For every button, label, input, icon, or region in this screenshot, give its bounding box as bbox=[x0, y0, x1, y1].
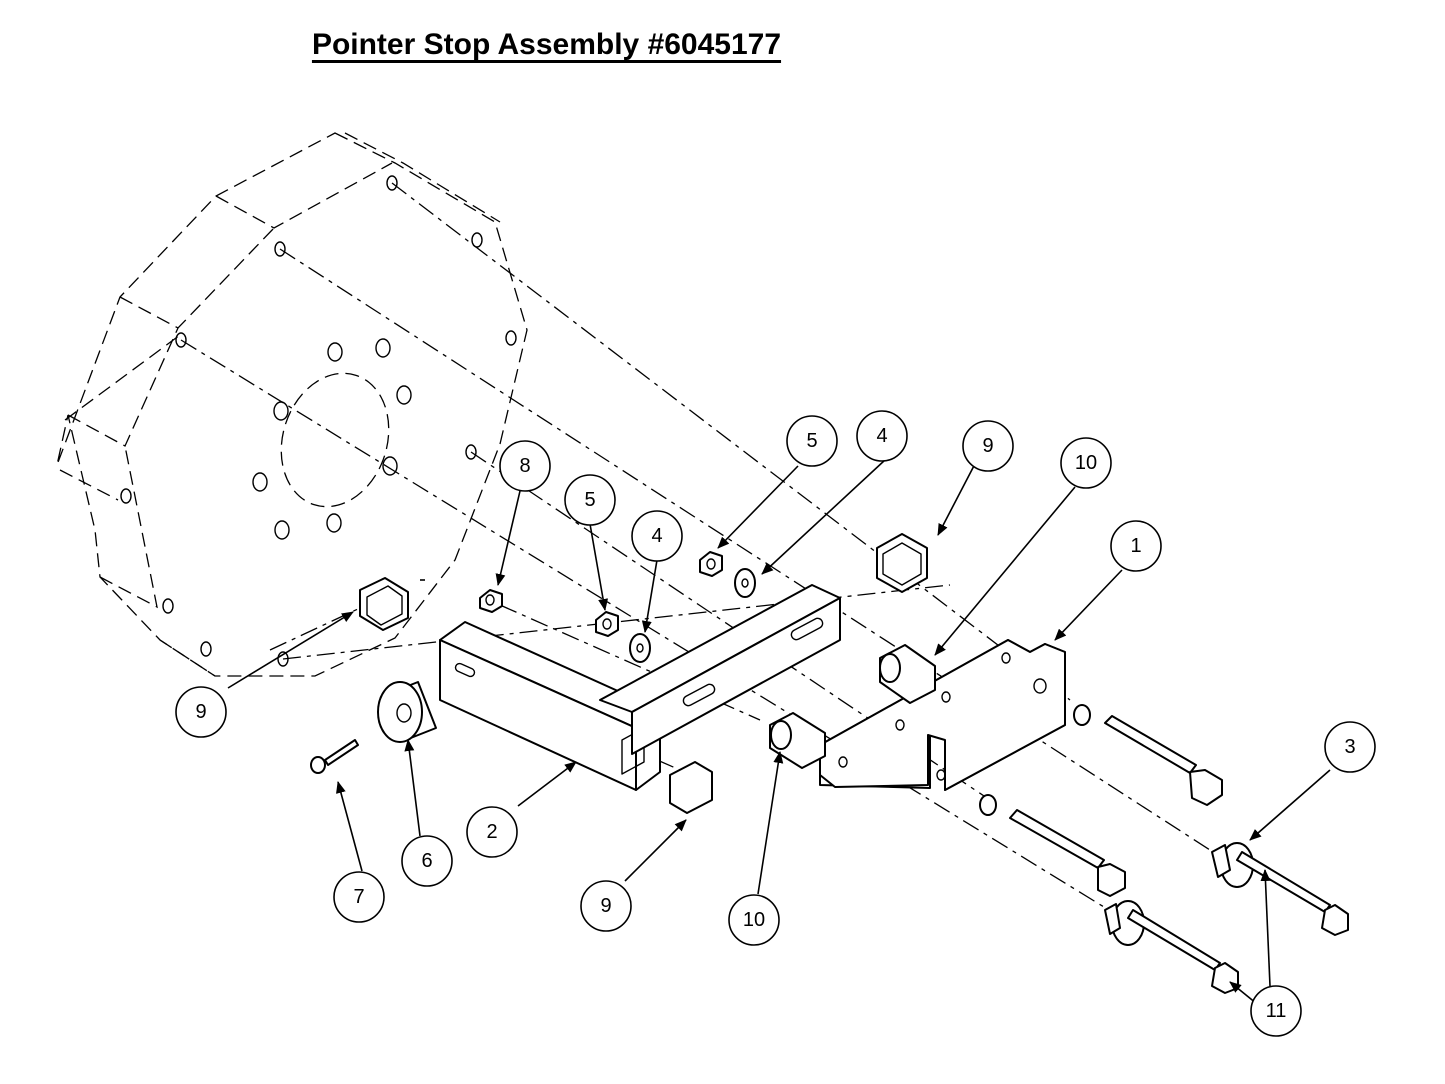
callout-9-a: 9 bbox=[175, 686, 227, 738]
svg-text:5: 5 bbox=[584, 489, 595, 511]
square-plug-9b bbox=[876, 533, 928, 593]
svg-text:10: 10 bbox=[1075, 452, 1097, 474]
callout-11: 11 bbox=[1250, 985, 1302, 1037]
hex-bolt-upper bbox=[1073, 704, 1223, 806]
svg-text:8: 8 bbox=[519, 455, 530, 477]
callout-10-b: 10 bbox=[728, 894, 780, 946]
svg-text:11: 11 bbox=[1266, 1000, 1287, 1022]
square-plug-9a bbox=[359, 577, 409, 631]
svg-text:9: 9 bbox=[600, 895, 611, 917]
screw bbox=[310, 739, 359, 774]
hex-bolt-lower bbox=[979, 794, 1126, 897]
callout-1: 1 bbox=[1110, 520, 1162, 572]
nut-5a bbox=[595, 611, 619, 637]
callout-10-a: 10 bbox=[1060, 437, 1112, 489]
callout-2: 2 bbox=[466, 806, 518, 858]
mounting-plate-phantom bbox=[56, 132, 528, 677]
bolt-with-washer-upper bbox=[1211, 842, 1349, 936]
callout-7: 7 bbox=[333, 871, 385, 923]
svg-text:7: 7 bbox=[353, 886, 364, 908]
pointer-stop-plate bbox=[769, 639, 1066, 791]
callout-9-c: 9 bbox=[580, 880, 632, 932]
callout-5-b: 5 bbox=[786, 415, 838, 467]
washer-4b bbox=[734, 568, 756, 598]
nut-5b bbox=[699, 551, 723, 577]
callout-8: 8 bbox=[499, 440, 551, 492]
callout-6: 6 bbox=[401, 835, 453, 887]
svg-text:4: 4 bbox=[876, 425, 887, 447]
svg-text:6: 6 bbox=[421, 850, 432, 872]
svg-text:4: 4 bbox=[651, 525, 662, 547]
svg-text:9: 9 bbox=[982, 435, 993, 457]
leader-lines bbox=[227, 459, 1331, 1009]
square-plug-9c bbox=[669, 761, 713, 814]
bolt-with-washer-lower bbox=[1104, 900, 1239, 994]
callout-4-a: 4 bbox=[631, 510, 683, 562]
callout-9-b: 9 bbox=[962, 420, 1014, 472]
callout-3: 3 bbox=[1324, 721, 1376, 773]
svg-text:2: 2 bbox=[486, 821, 497, 843]
diagram-title: Pointer Stop Assembly #6045177 bbox=[311, 28, 782, 61]
svg-text:3: 3 bbox=[1344, 736, 1355, 758]
washer-4a bbox=[629, 633, 651, 663]
t-bar-weldment bbox=[439, 584, 841, 791]
nut-8 bbox=[479, 589, 503, 613]
svg-text:10: 10 bbox=[743, 909, 765, 931]
svg-text:5: 5 bbox=[806, 430, 817, 452]
svg-text:1: 1 bbox=[1130, 535, 1141, 557]
spacer bbox=[377, 681, 437, 743]
callout-5-a: 5 bbox=[564, 474, 616, 526]
svg-text:9: 9 bbox=[195, 701, 206, 723]
callout-4-b: 4 bbox=[856, 410, 908, 462]
